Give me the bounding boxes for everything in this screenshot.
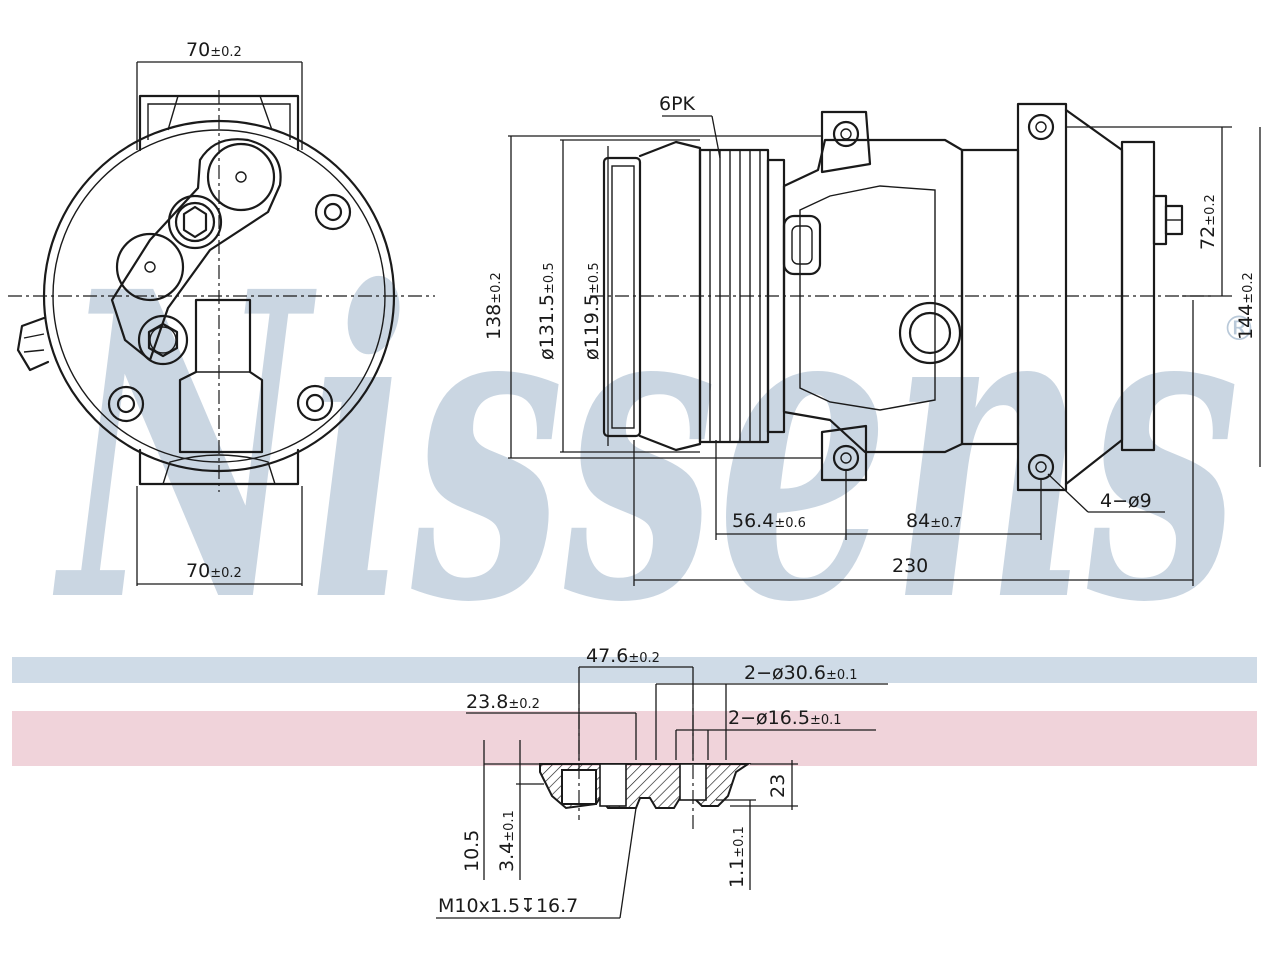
thread-label: M10x1.5 [438,895,520,917]
h138-tol: ±0.2 [489,272,504,304]
h138-value: 138 [483,304,505,340]
front-bottom-value: 70 [186,560,210,582]
side-dim-holes: 4−ø9 [1047,473,1165,513]
side-dim-56-84: 56.4±0.6 84±0.7 [715,440,1042,540]
depth-symbol: ↧ [520,895,536,917]
svg-text:1.1±0.1: 1.1±0.1 [726,826,748,888]
port-dims: 47.6±0.2 23.8±0.2 2−ø30.6±0.1 2−ø16.5±0.… [436,645,888,919]
d23-tol: ±0.2 [508,697,540,712]
d131-tol: ±0.5 [542,262,557,294]
pink-band [12,711,1257,766]
d23-value: 23.8 [466,691,508,713]
svg-text:ø119.5±0.5: ø119.5±0.5 [581,262,603,360]
d16-value: 2−ø16.5 [728,707,810,729]
d131-value: ø131.5 [536,294,558,360]
side-dim-138: 138±0.2 [483,135,822,459]
port-detail [539,690,752,830]
svg-text:144±0.2: 144±0.2 [1235,272,1257,340]
svg-text:138±0.2: 138±0.2 [483,272,505,340]
h10-value: 10.5 [461,830,483,872]
l56-value: 56.4 [732,510,774,532]
d47-value: 47.6 [586,645,628,667]
svg-text:M10x1.5↧16.7: M10x1.5↧16.7 [438,895,578,917]
svg-text:70±0.2: 70±0.2 [186,560,242,582]
side-dim-119: ø119.5±0.5 [581,146,609,446]
svg-text:ø131.5±0.5: ø131.5±0.5 [536,262,558,360]
l84-value: 84 [906,510,930,532]
d119-tol: ±0.5 [587,262,602,294]
h23-value: 23 [767,774,789,798]
side-dim-144: 144±0.2 [1235,127,1261,467]
h144-tol: ±0.2 [1241,272,1256,304]
blue-band [12,657,1257,683]
d30-value: 2−ø30.6 [744,662,826,684]
d16-tol: ±0.1 [810,713,842,728]
side-view [590,102,1215,492]
side-dim-230: 230 [633,300,1194,586]
front-bottom-tol: ±0.2 [210,566,242,581]
pulley-grooves [709,150,761,442]
l56-tol: ±0.6 [774,516,806,531]
front-view [8,90,435,492]
belt-label: 6PK [659,93,696,115]
svg-text:72±0.2: 72±0.2 [1197,194,1219,250]
l230-value: 230 [892,555,928,577]
svg-text:2−ø16.5±0.1: 2−ø16.5±0.1 [728,707,842,729]
h72-value: 72 [1197,226,1219,250]
h144-value: 144 [1235,304,1257,340]
watermark-registered-mark: ® [1222,309,1256,349]
svg-text:70±0.2: 70±0.2 [186,39,242,61]
h11-tol: ±0.1 [732,826,747,858]
front-top-value: 70 [186,39,210,61]
front-dim-bottom: 70±0.2 [136,486,303,586]
svg-text:47.6±0.2: 47.6±0.2 [586,645,660,667]
svg-text:3.4±0.1: 3.4±0.1 [496,810,518,872]
svg-text:2−ø30.6±0.1: 2−ø30.6±0.1 [744,662,858,684]
thread-depth: 16.7 [536,895,578,917]
d30-tol: ±0.1 [826,668,858,683]
watermark-nissens: Nissens [52,202,1240,695]
d119-value: ø119.5 [581,294,603,360]
l84-tol: ±0.7 [930,516,962,531]
side-dim-6pk: 6PK [659,93,721,159]
front-top-tol: ±0.2 [210,45,242,60]
h72-tol: ±0.2 [1203,194,1218,226]
svg-text:23.8±0.2: 23.8±0.2 [466,691,540,713]
h34-tol: ±0.1 [502,810,517,842]
front-dim-top: 70±0.2 [136,39,303,150]
svg-text:56.4±0.6: 56.4±0.6 [732,510,806,532]
holes-label: 4−ø9 [1100,490,1152,512]
side-dim-72: 72±0.2 [1066,126,1232,297]
side-dim-131: ø131.5±0.5 [536,139,700,453]
h34-value: 3.4 [496,842,518,872]
svg-text:84±0.7: 84±0.7 [906,510,962,532]
h11-value: 1.1 [726,858,748,888]
d47-tol: ±0.2 [628,651,660,666]
